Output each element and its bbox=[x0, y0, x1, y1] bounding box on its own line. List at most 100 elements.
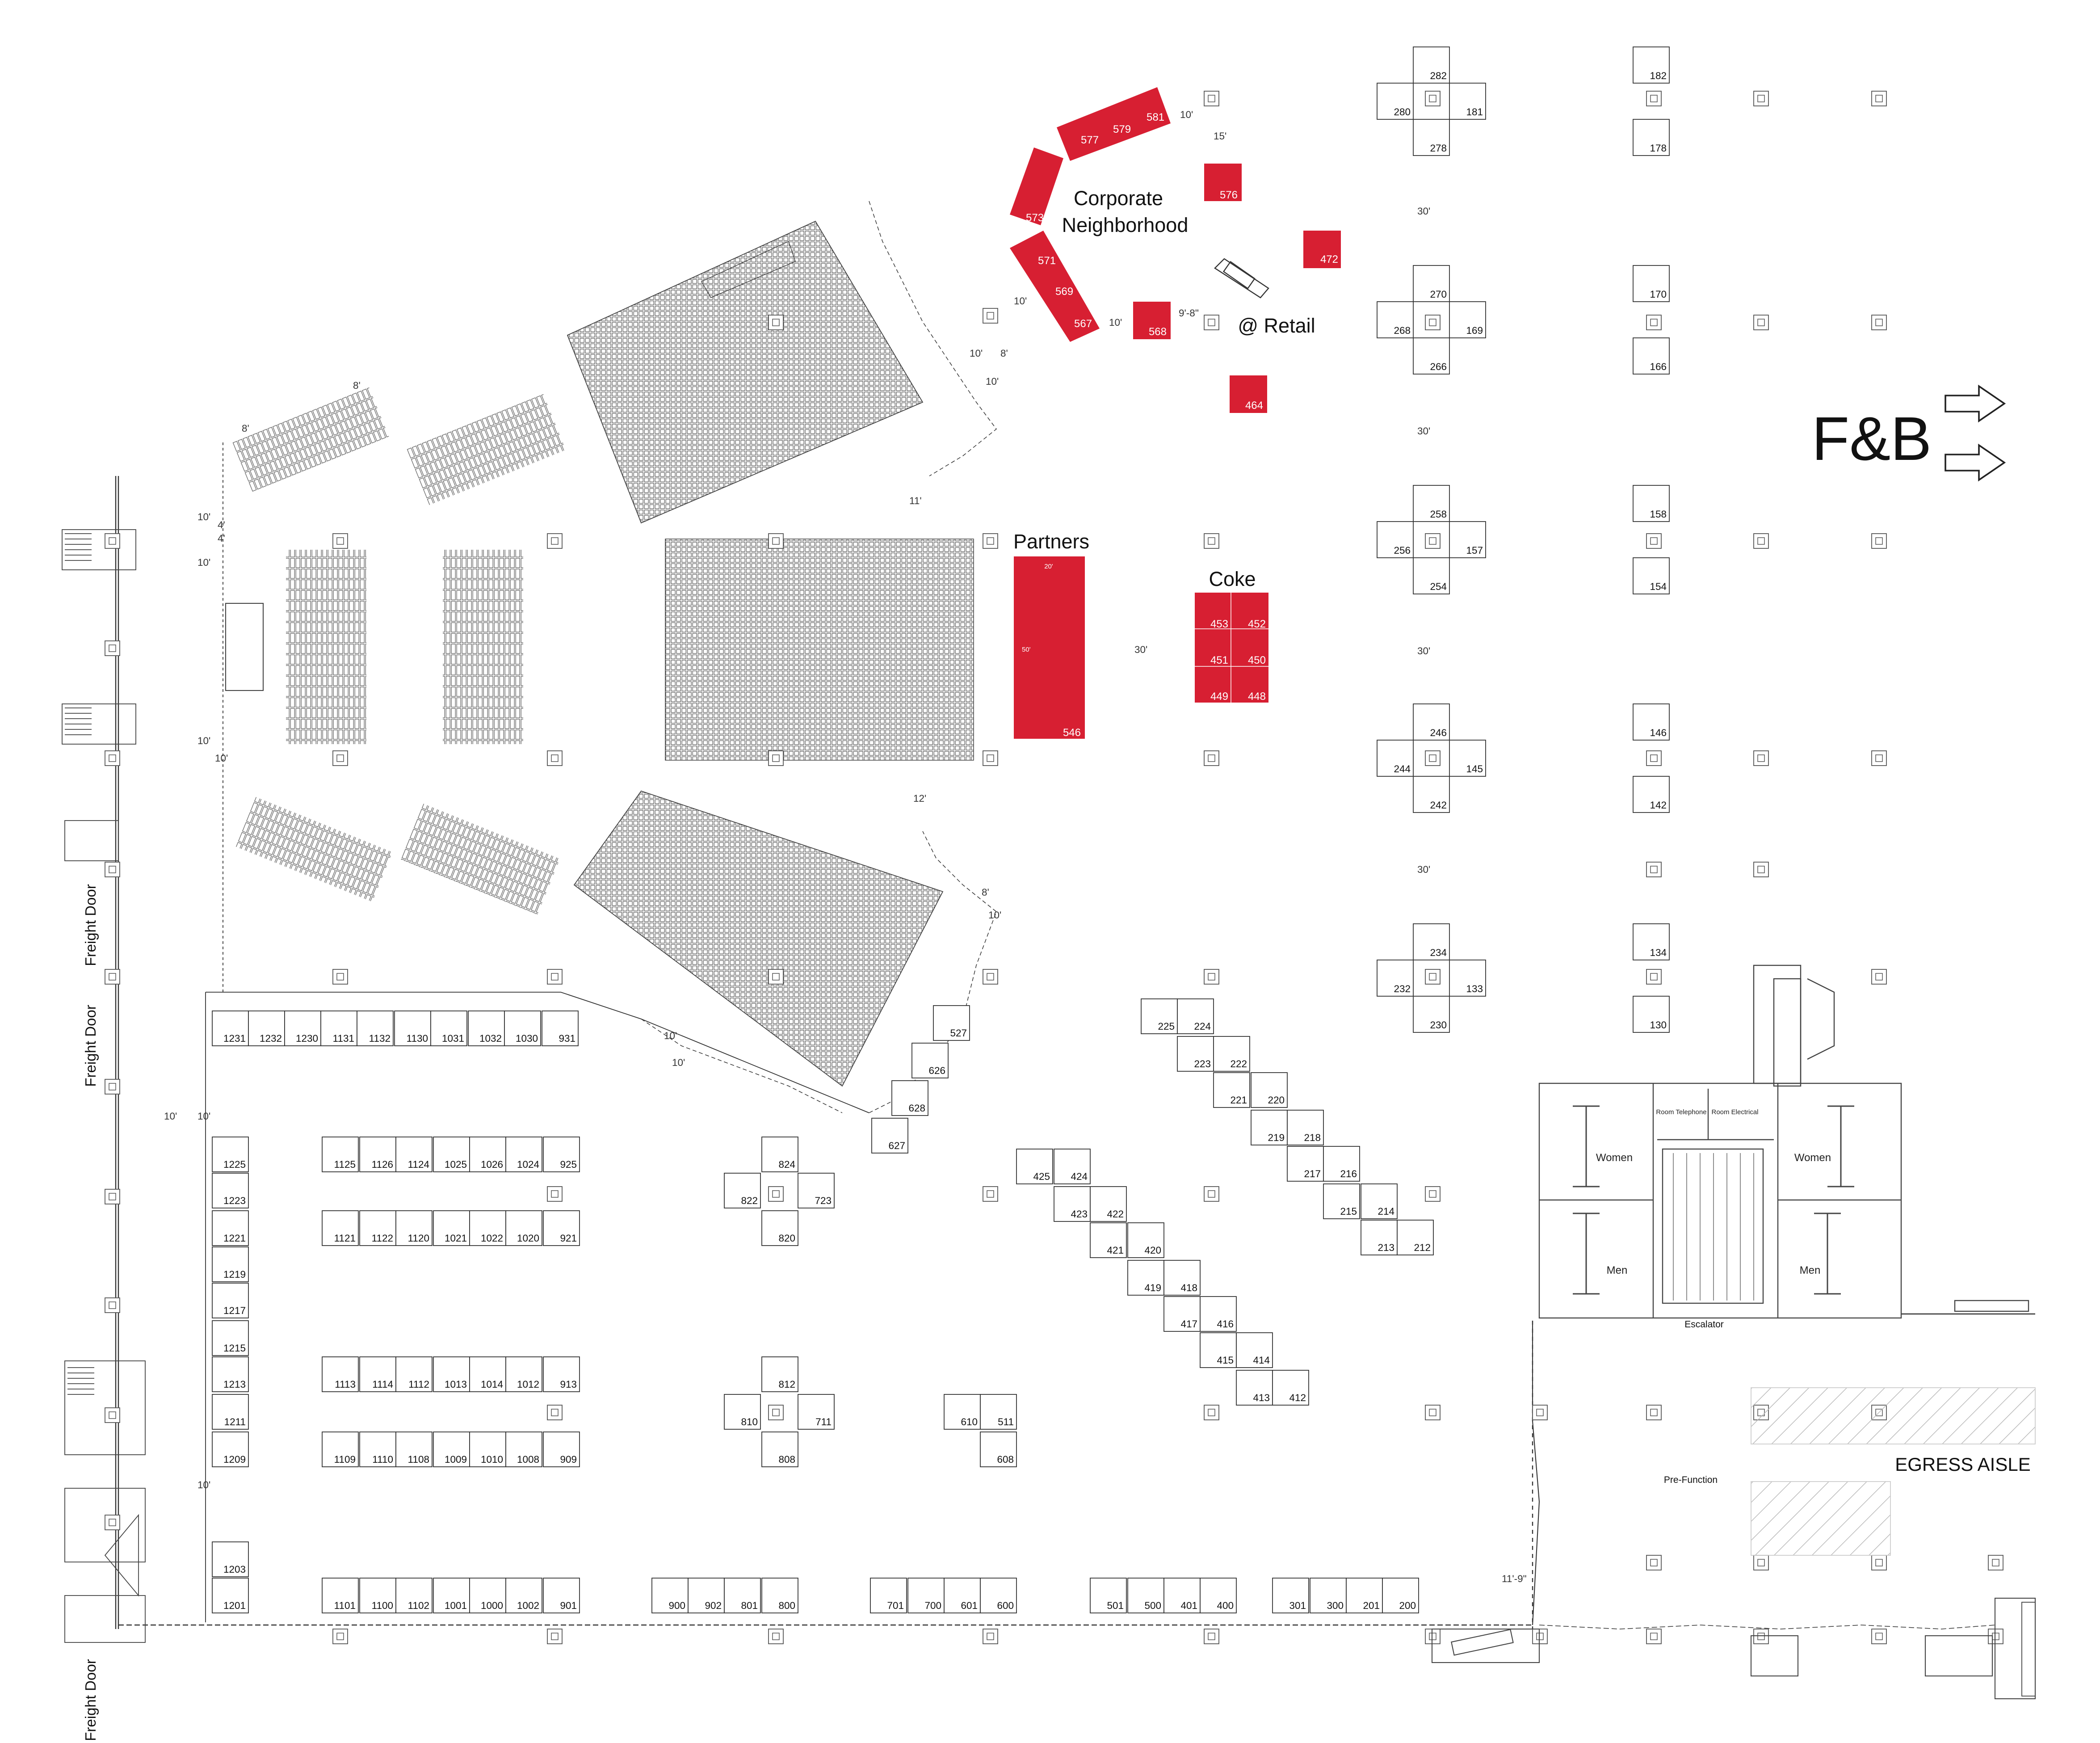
booth-900[interactable]: 900 bbox=[651, 1578, 689, 1613]
booth-1132[interactable]: 1132 bbox=[357, 1010, 394, 1046]
booth-1219[interactable]: 1219 bbox=[212, 1246, 249, 1282]
booth-1100[interactable]: 1100 bbox=[359, 1578, 396, 1613]
booth-419[interactable]: 419 bbox=[1127, 1260, 1164, 1296]
pillar-booth-246[interactable]: 246 bbox=[1413, 703, 1450, 741]
booth-822[interactable]: 822 bbox=[724, 1173, 761, 1208]
booth-1110[interactable]: 1110 bbox=[359, 1431, 396, 1467]
booth-1130[interactable]: 1130 bbox=[394, 1010, 431, 1046]
booth-1223[interactable]: 1223 bbox=[212, 1173, 249, 1208]
booth-1030[interactable]: 1030 bbox=[504, 1010, 541, 1046]
booth-1112[interactable]: 1112 bbox=[395, 1356, 433, 1392]
pillar-booth-146[interactable]: 146 bbox=[1633, 703, 1670, 741]
booth-401[interactable]: 401 bbox=[1163, 1578, 1201, 1613]
pillar-booth-154[interactable]: 154 bbox=[1633, 557, 1670, 594]
booth-902[interactable]: 902 bbox=[688, 1578, 725, 1613]
booth-1113[interactable]: 1113 bbox=[322, 1356, 359, 1392]
booth-1131[interactable]: 1131 bbox=[320, 1010, 357, 1046]
booth-1230[interactable]: 1230 bbox=[284, 1010, 321, 1046]
booth-500[interactable]: 500 bbox=[1127, 1578, 1164, 1613]
booth-1109[interactable]: 1109 bbox=[322, 1431, 359, 1467]
pillar-booth-268[interactable]: 268 bbox=[1377, 301, 1414, 338]
booth-627[interactable]: 627 bbox=[871, 1118, 908, 1154]
booth-417[interactable]: 417 bbox=[1163, 1296, 1201, 1332]
booth-501[interactable]: 501 bbox=[1090, 1578, 1127, 1613]
booth-820[interactable]: 820 bbox=[761, 1210, 798, 1246]
booth-464-rect[interactable] bbox=[1230, 375, 1267, 413]
pillar-booth-166[interactable]: 166 bbox=[1633, 337, 1670, 375]
booth-1032[interactable]: 1032 bbox=[468, 1010, 505, 1046]
booth-1126[interactable]: 1126 bbox=[359, 1137, 396, 1172]
booth-626[interactable]: 626 bbox=[911, 1043, 949, 1078]
booth-608[interactable]: 608 bbox=[980, 1431, 1017, 1467]
pillar-booth-278[interactable]: 278 bbox=[1413, 119, 1450, 156]
corporate-booth-lower-left[interactable] bbox=[1010, 231, 1100, 342]
booth-913[interactable]: 913 bbox=[543, 1356, 580, 1392]
pillar-booth-170[interactable]: 170 bbox=[1633, 265, 1670, 302]
booth-1025[interactable]: 1025 bbox=[433, 1137, 470, 1172]
booth-400[interactable]: 400 bbox=[1200, 1578, 1237, 1613]
booth-217[interactable]: 217 bbox=[1287, 1146, 1324, 1182]
booth-423[interactable]: 423 bbox=[1054, 1186, 1091, 1222]
booth-416[interactable]: 416 bbox=[1200, 1296, 1237, 1332]
pillar-booth-133[interactable]: 133 bbox=[1449, 960, 1486, 997]
booth-546-rect[interactable] bbox=[1014, 556, 1085, 739]
booth-213[interactable]: 213 bbox=[1361, 1220, 1398, 1255]
booth-576-rect[interactable] bbox=[1204, 164, 1242, 201]
pillar-booth-145[interactable]: 145 bbox=[1449, 740, 1486, 777]
booth-222[interactable]: 222 bbox=[1213, 1036, 1250, 1072]
booth-1121[interactable]: 1121 bbox=[322, 1210, 359, 1246]
pillar-booth-134[interactable]: 134 bbox=[1633, 923, 1670, 960]
pillar-booth-157[interactable]: 157 bbox=[1449, 521, 1486, 558]
pillar-booth-270[interactable]: 270 bbox=[1413, 265, 1450, 302]
booth-1108[interactable]: 1108 bbox=[395, 1431, 433, 1467]
booth-610[interactable]: 610 bbox=[944, 1394, 981, 1430]
booth-1231[interactable]: 1231 bbox=[212, 1010, 249, 1046]
booth-412[interactable]: 412 bbox=[1272, 1370, 1309, 1406]
booth-214[interactable]: 214 bbox=[1361, 1183, 1398, 1219]
booth-212[interactable]: 212 bbox=[1397, 1220, 1434, 1255]
pillar-booth-242[interactable]: 242 bbox=[1413, 776, 1450, 813]
booth-1120[interactable]: 1120 bbox=[395, 1210, 433, 1246]
booth-812[interactable]: 812 bbox=[761, 1356, 798, 1392]
booth-224[interactable]: 224 bbox=[1177, 998, 1214, 1034]
pillar-booth-244[interactable]: 244 bbox=[1377, 740, 1414, 777]
booth-413[interactable]: 413 bbox=[1236, 1370, 1273, 1406]
booth-824[interactable]: 824 bbox=[761, 1137, 798, 1172]
booth-422[interactable]: 422 bbox=[1090, 1186, 1127, 1222]
booth-1124[interactable]: 1124 bbox=[395, 1137, 433, 1172]
booth-1002[interactable]: 1002 bbox=[505, 1578, 542, 1613]
booth-225[interactable]: 225 bbox=[1141, 998, 1178, 1034]
booth-700[interactable]: 700 bbox=[907, 1578, 945, 1613]
booth-201[interactable]: 201 bbox=[1346, 1578, 1383, 1613]
booth-1201[interactable]: 1201 bbox=[212, 1578, 249, 1613]
pillar-booth-254[interactable]: 254 bbox=[1413, 557, 1450, 594]
booth-1009[interactable]: 1009 bbox=[433, 1431, 470, 1467]
booth-601[interactable]: 601 bbox=[944, 1578, 981, 1613]
booth-424[interactable]: 424 bbox=[1054, 1149, 1091, 1184]
pillar-booth-158[interactable]: 158 bbox=[1633, 485, 1670, 522]
corporate-booth-top[interactable] bbox=[1057, 87, 1171, 161]
booth-218[interactable]: 218 bbox=[1287, 1110, 1324, 1145]
booth-1014[interactable]: 1014 bbox=[469, 1356, 506, 1392]
booth-901[interactable]: 901 bbox=[543, 1578, 580, 1613]
booth-801[interactable]: 801 bbox=[724, 1578, 761, 1613]
pillar-booth-182[interactable]: 182 bbox=[1633, 46, 1670, 84]
booth-1217[interactable]: 1217 bbox=[212, 1283, 249, 1318]
booth-909[interactable]: 909 bbox=[543, 1431, 580, 1467]
pillar-booth-169[interactable]: 169 bbox=[1449, 301, 1486, 338]
booth-220[interactable]: 220 bbox=[1251, 1072, 1288, 1108]
booth-1010[interactable]: 1010 bbox=[469, 1431, 506, 1467]
pillar-booth-178[interactable]: 178 bbox=[1633, 119, 1670, 156]
booth-421[interactable]: 421 bbox=[1090, 1222, 1127, 1258]
booth-1008[interactable]: 1008 bbox=[505, 1431, 542, 1467]
booth-628[interactable]: 628 bbox=[891, 1080, 928, 1116]
coke-booth-rect[interactable] bbox=[1195, 593, 1268, 703]
booth-300[interactable]: 300 bbox=[1310, 1578, 1347, 1613]
booth-1225[interactable]: 1225 bbox=[212, 1137, 249, 1172]
booth-1000[interactable]: 1000 bbox=[469, 1578, 506, 1613]
booth-925[interactable]: 925 bbox=[543, 1137, 580, 1172]
booth-1125[interactable]: 1125 bbox=[322, 1137, 359, 1172]
booth-1013[interactable]: 1013 bbox=[433, 1356, 470, 1392]
booth-511[interactable]: 511 bbox=[980, 1394, 1017, 1430]
booth-1101[interactable]: 1101 bbox=[322, 1578, 359, 1613]
